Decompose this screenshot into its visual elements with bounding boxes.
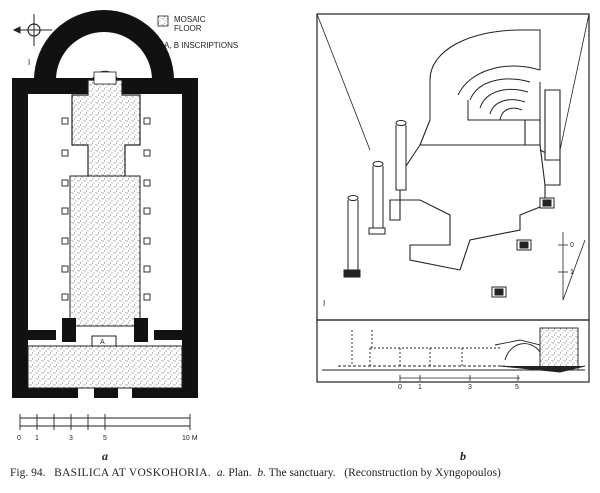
subfigure-b-label: b — [460, 449, 466, 463]
plan-scale-bar — [19, 414, 191, 430]
sanctuary-scale-tick: 1 — [570, 269, 574, 276]
caption-fig-number: Fig. 94. — [10, 467, 46, 479]
caption-b-text: The sanctuary. — [268, 467, 336, 479]
compass-icon — [12, 14, 52, 46]
column-bases — [61, 117, 151, 301]
narthex-wall — [28, 318, 182, 342]
legend-inscriptions: A, B INSCRIPTIONS — [164, 41, 238, 50]
basilica-plan: MOSAIC FLOOR A, B INSCRIPTIONS I B — [12, 10, 238, 442]
sanctuary-scale — [558, 232, 586, 301]
plan-scale-tick: 10 M — [182, 435, 198, 442]
section-scale-tick: 0 — [398, 384, 402, 391]
plan-scale-tick: 3 — [69, 435, 73, 442]
section-scale-tick: 1 — [418, 384, 422, 391]
columns — [343, 120, 407, 278]
inscription-a-label: A — [100, 339, 105, 346]
section-strip — [322, 327, 586, 373]
sanctuary-scale-tick: 0 — [570, 242, 574, 249]
section-scale-tick: 5 — [515, 384, 519, 391]
plan-north-marker: I — [28, 58, 30, 67]
caption-credit: (Reconstruction by Xyngopoulos) — [344, 467, 501, 479]
plan-scale-tick: 5 — [103, 435, 107, 442]
sanctuary-north-marker: I — [323, 299, 325, 308]
plan-legend: MOSAIC FLOOR A, B INSCRIPTIONS — [157, 15, 238, 50]
narthex-mosaic — [27, 345, 183, 389]
plan-scale-tick: 1 — [35, 435, 39, 442]
floor-bases — [491, 197, 555, 298]
apse-structure — [429, 29, 541, 121]
caption-title: BASILICA AT VOSKOHORIA. — [54, 467, 212, 479]
plan-scale-tick: 0 — [17, 435, 21, 442]
section-scale-bar — [399, 375, 520, 381]
section-scale-tick: 3 — [468, 384, 472, 391]
caption-a-letter: a. — [216, 467, 226, 479]
figure-caption: Fig. 94. BASILICA AT VOSKOHORIA. a. Plan… — [10, 467, 595, 479]
caption-a-text: Plan. — [228, 467, 252, 479]
apse-wall — [34, 10, 174, 80]
sanctuary-walls — [389, 89, 561, 271]
legend-mosaic-line2: FLOOR — [174, 24, 202, 33]
sanctuary-drawing: 0 1 I 0 1 3 5 — [316, 13, 590, 391]
legend-mosaic-line1: MOSAIC — [174, 15, 206, 24]
caption-b-letter: b. — [257, 467, 267, 479]
subfigure-a-label: a — [102, 449, 108, 463]
nave-mosaic — [69, 175, 141, 327]
mosaic-swatch — [157, 15, 169, 27]
